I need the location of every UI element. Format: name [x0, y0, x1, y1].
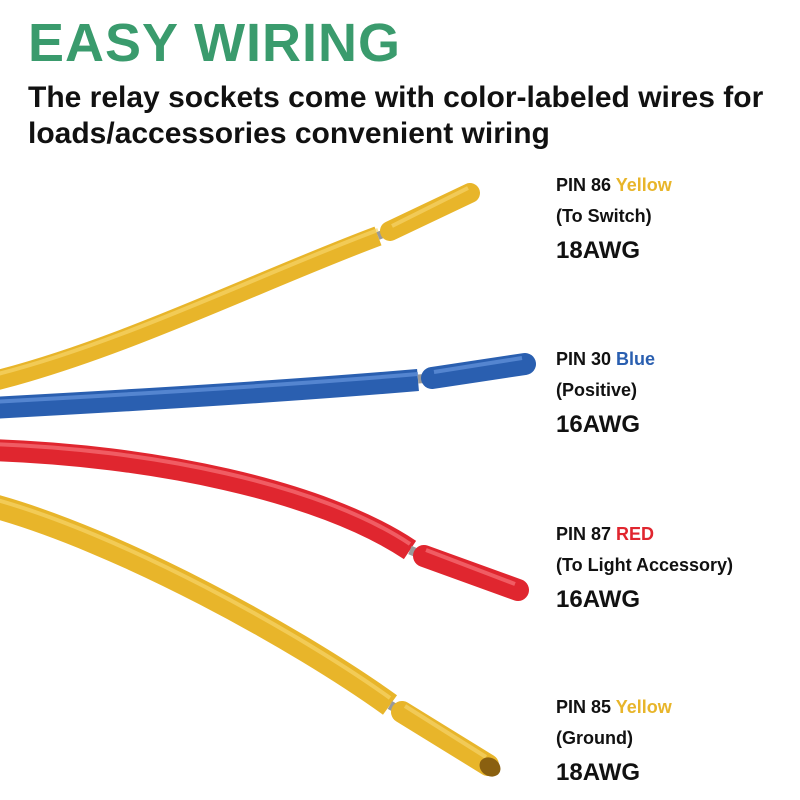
pin-gauge: 18AWG: [556, 759, 641, 787]
wire-pin-87: [0, 439, 529, 601]
pin-description: (Positive): [556, 379, 638, 400]
pin-color-name: RED: [616, 524, 655, 544]
page-subtitle: The relay sockets come with color-labele…: [28, 81, 764, 150]
pin-number: PIN 85: [556, 697, 612, 717]
pin-30-label: PIN 30 Blue (Positive) 16AWG: [556, 349, 655, 440]
pin-number: PIN 30: [556, 349, 612, 369]
wire-pin-86: [0, 183, 480, 390]
pin-description: (To Light Accessory): [556, 554, 734, 575]
pin-86-label: PIN 86 Yellow (To Switch) 18AWG: [556, 175, 672, 266]
wire-pin-85: [0, 495, 501, 777]
pin-description: (Ground): [556, 727, 633, 748]
wire-pin-30: [0, 353, 536, 419]
pin-gauge: 16AWG: [556, 411, 641, 439]
pin-number: PIN 87: [556, 524, 612, 544]
pin-color-name: Yellow: [615, 175, 672, 195]
pin-number: PIN 86: [556, 175, 612, 195]
pin-color-name: Yellow: [615, 697, 672, 717]
pin-color-name: Blue: [616, 349, 656, 369]
page-title: EASY WIRING: [28, 13, 402, 73]
pin-85-label: PIN 85 Yellow (Ground) 18AWG: [556, 697, 672, 788]
pin-gauge: 18AWG: [556, 237, 641, 265]
pin-description: (To Switch): [556, 205, 652, 226]
pin-gauge: 16AWG: [556, 586, 641, 614]
pin-87-label: PIN 87 RED (To Light Accessory) 16AWG: [556, 524, 733, 615]
